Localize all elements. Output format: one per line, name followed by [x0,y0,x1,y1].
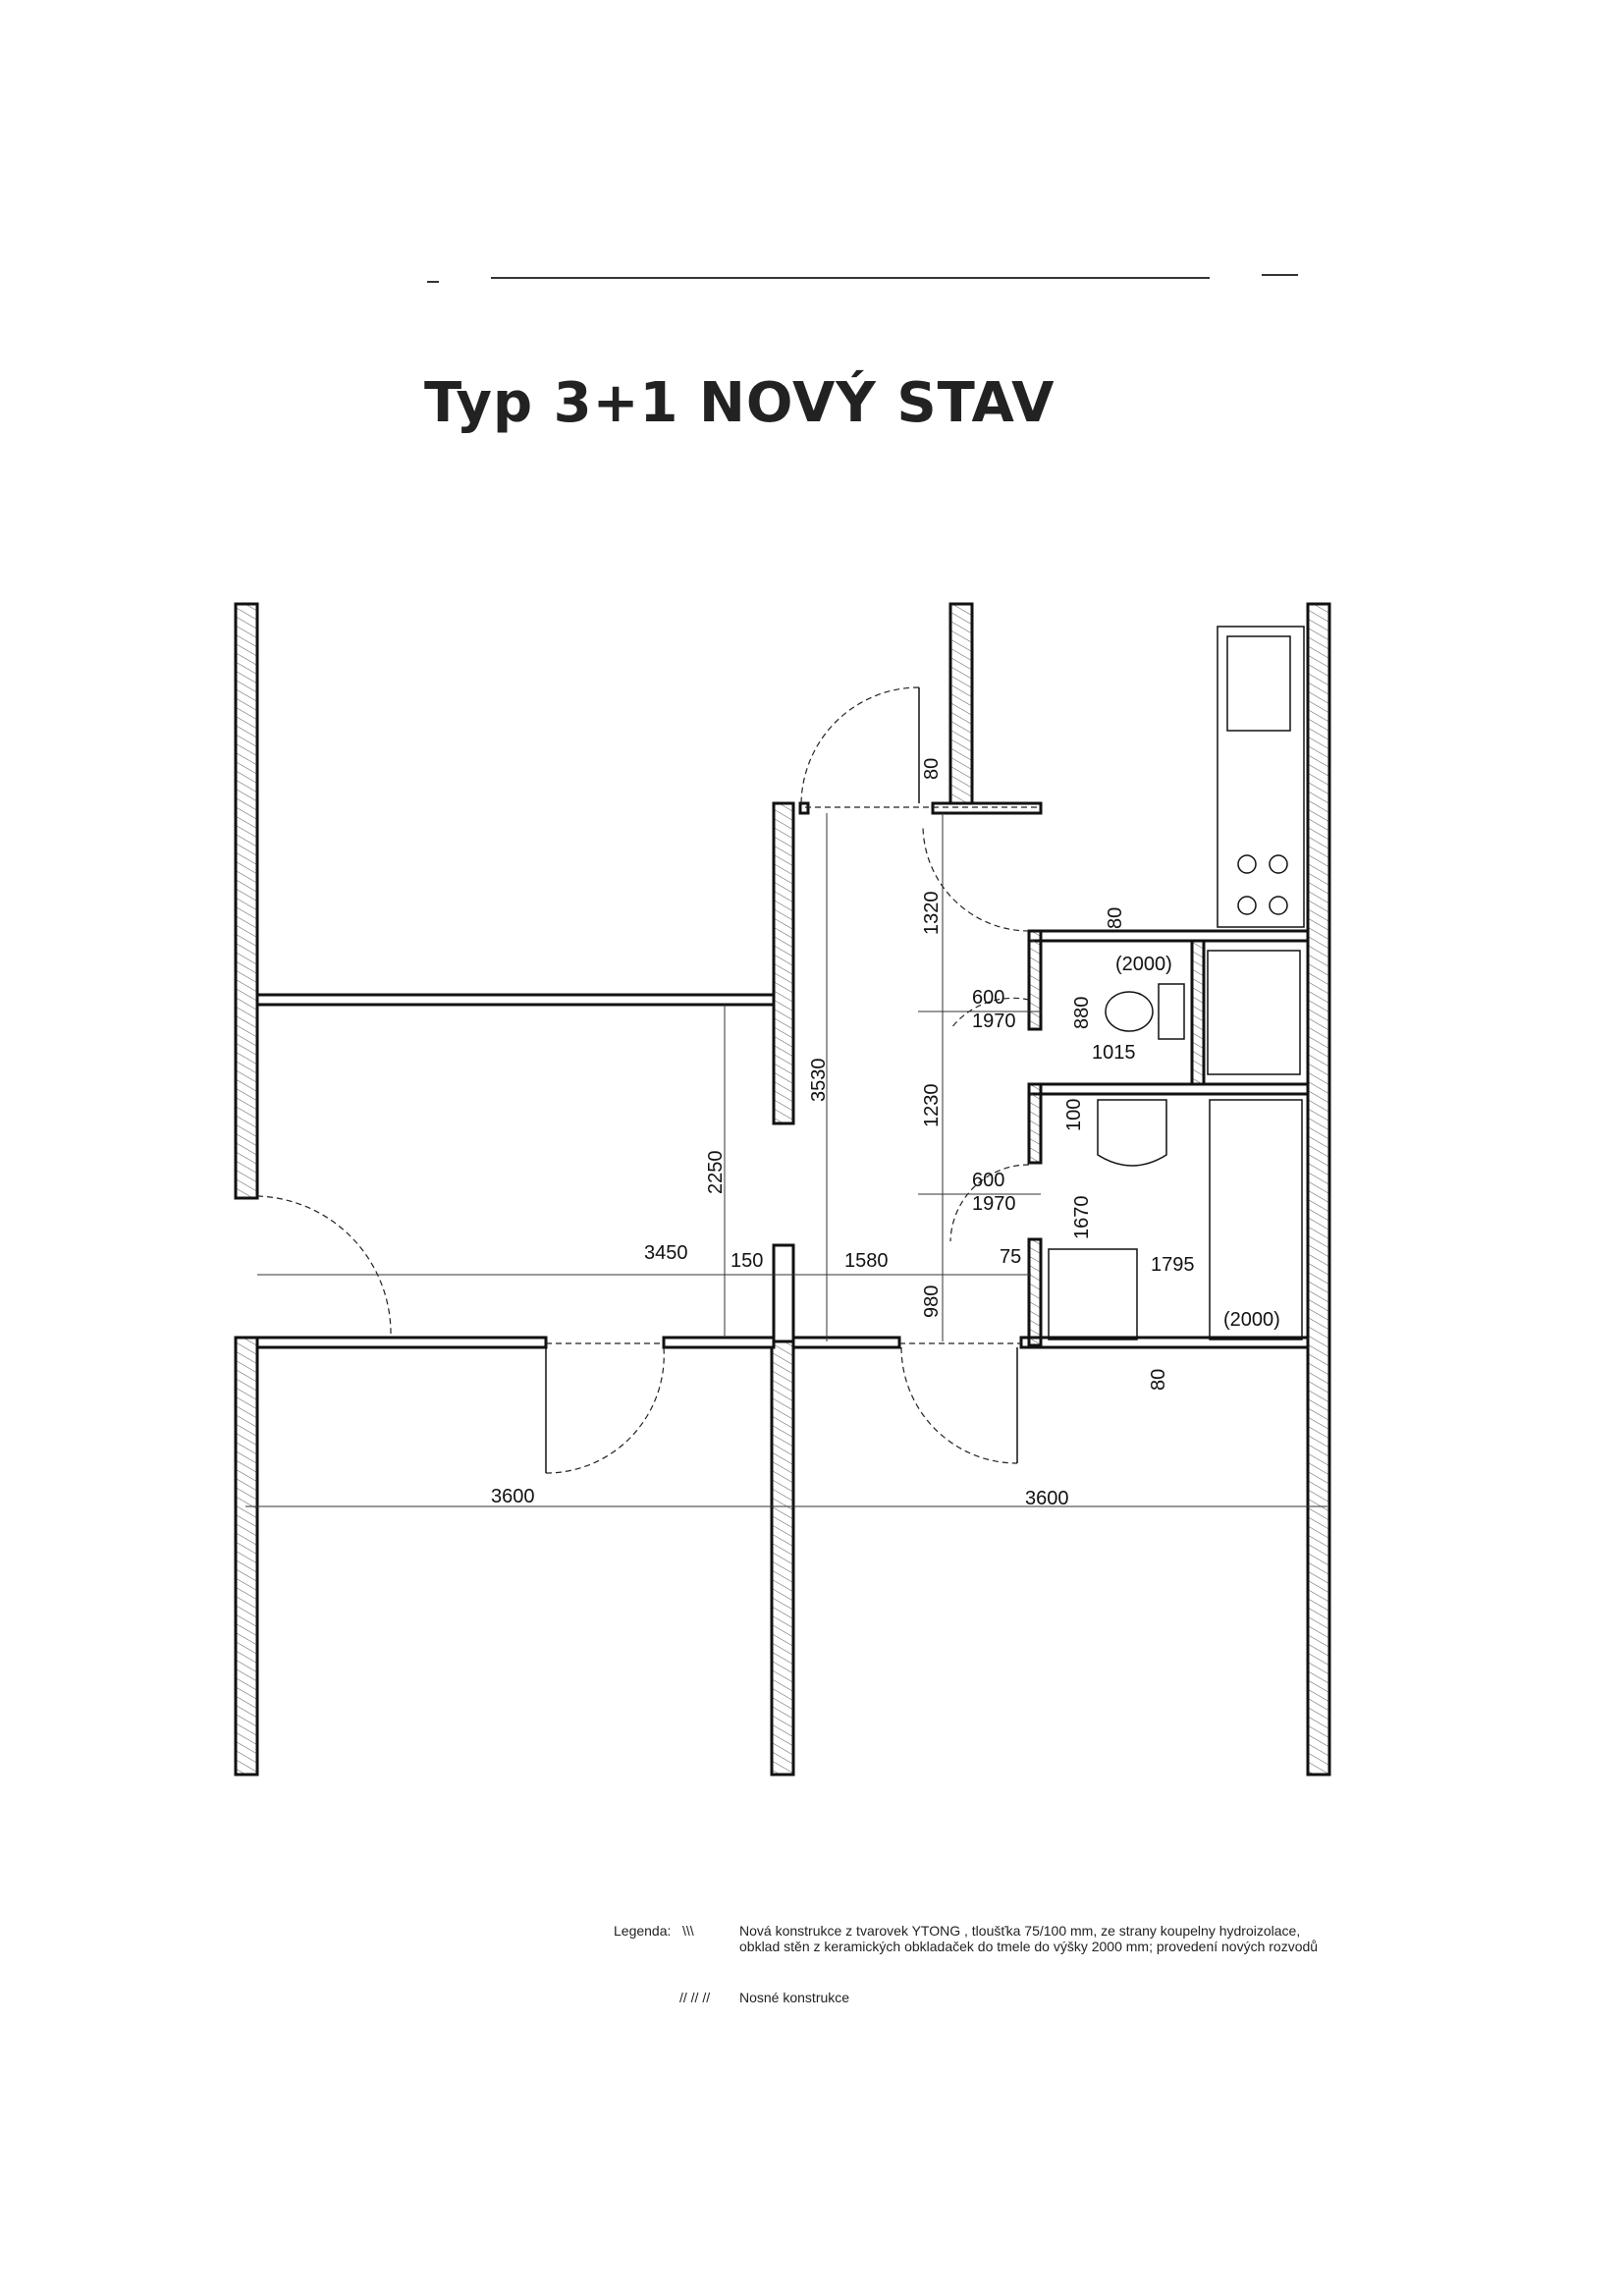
wall-lower-a [255,1336,548,1349]
legend-label: Legenda: [614,1923,672,1939]
dim-1320: 1320 [921,892,943,936]
dim-150: 150 [731,1250,763,1272]
wall-lower-d [1019,1336,1310,1349]
wall-top-return [931,801,1043,815]
dim-3530: 3530 [808,1059,830,1103]
dim-600-b: 600 [972,1170,1004,1191]
header-rule [427,274,1298,283]
dim-80-mid: 80 [1105,907,1126,929]
dim-1230: 1230 [921,1084,943,1128]
dim-3600-left: 3600 [491,1486,535,1507]
dim-1970-a: 1970 [972,1011,1016,1032]
bathtub [1209,1099,1303,1340]
wall-mid-upper [948,602,974,807]
wall-left-lower [234,1336,259,1777]
washbasin [1097,1099,1167,1167]
dim-3600-right: 3600 [1025,1488,1069,1509]
wall-lower-c [791,1336,901,1349]
shower-box [1207,950,1301,1075]
wall-wc-left [1027,929,1043,1031]
toilet-bowl [1105,991,1154,1032]
dim-2000-wc: (2000) [1115,954,1172,975]
dim-80-bottom: 80 [1148,1369,1169,1391]
legend-symbol-new: \\\ [682,1923,694,1939]
kitchen-unit [1217,626,1305,928]
drawing-title: Typ 3+1 NOVÝ STAV [424,371,1056,435]
legend-text-load: Nosné konstrukce [739,1990,850,2005]
dimension-lines [245,813,1327,1507]
wall-bath-left-lower [1027,1237,1043,1347]
dim-1795: 1795 [1151,1254,1195,1276]
wall-bath-left-upper [1027,1082,1043,1165]
dim-600-a: 600 [972,987,1004,1009]
legend-text-new-1: Nová konstrukce z tvarovek YTONG , tlouš… [739,1923,1301,1939]
dimension-labels: 80 1320 80 (2000) 600 1970 880 1015 3530… [491,758,1280,1509]
door-swings [256,686,1041,1474]
wall-wc-partition [1190,939,1206,1086]
wall-right [1306,602,1331,1777]
wall-left-upper [234,602,259,1200]
legend-symbol-load: // // // [679,1990,711,2005]
washer [1048,1248,1138,1340]
dim-880: 880 [1071,997,1093,1029]
wall-mid-lower [770,1336,795,1777]
dim-100: 100 [1063,1099,1085,1131]
dim-1580: 1580 [844,1250,889,1272]
wall-wc-bottom [1027,1082,1310,1096]
legend-text-new-2: obklad stěn z keramických obkladaček do … [739,1939,1319,1954]
dim-1970-b: 1970 [972,1193,1016,1215]
wall-corridor-stub [772,1243,795,1343]
dim-75: 75 [1000,1246,1021,1268]
load-bearing-walls [234,602,1331,1777]
dim-980: 980 [921,1285,943,1318]
wall-corridor-cap [798,801,810,815]
dim-1015: 1015 [1092,1042,1136,1064]
wall-corridor-left [772,801,795,1125]
partition-walls [255,801,1310,1349]
toilet-tank [1158,983,1185,1040]
dim-1670: 1670 [1071,1196,1093,1240]
dim-2250: 2250 [705,1151,727,1195]
dim-3450: 3450 [644,1242,688,1264]
wall-bedroom-divider [255,993,776,1007]
sanitary-fixtures [1048,950,1303,1340]
wall-wc-top [1027,929,1310,943]
dim-80-top: 80 [921,758,943,780]
wall-lower-b [662,1336,776,1349]
dim-2000-bath: (2000) [1223,1309,1280,1331]
